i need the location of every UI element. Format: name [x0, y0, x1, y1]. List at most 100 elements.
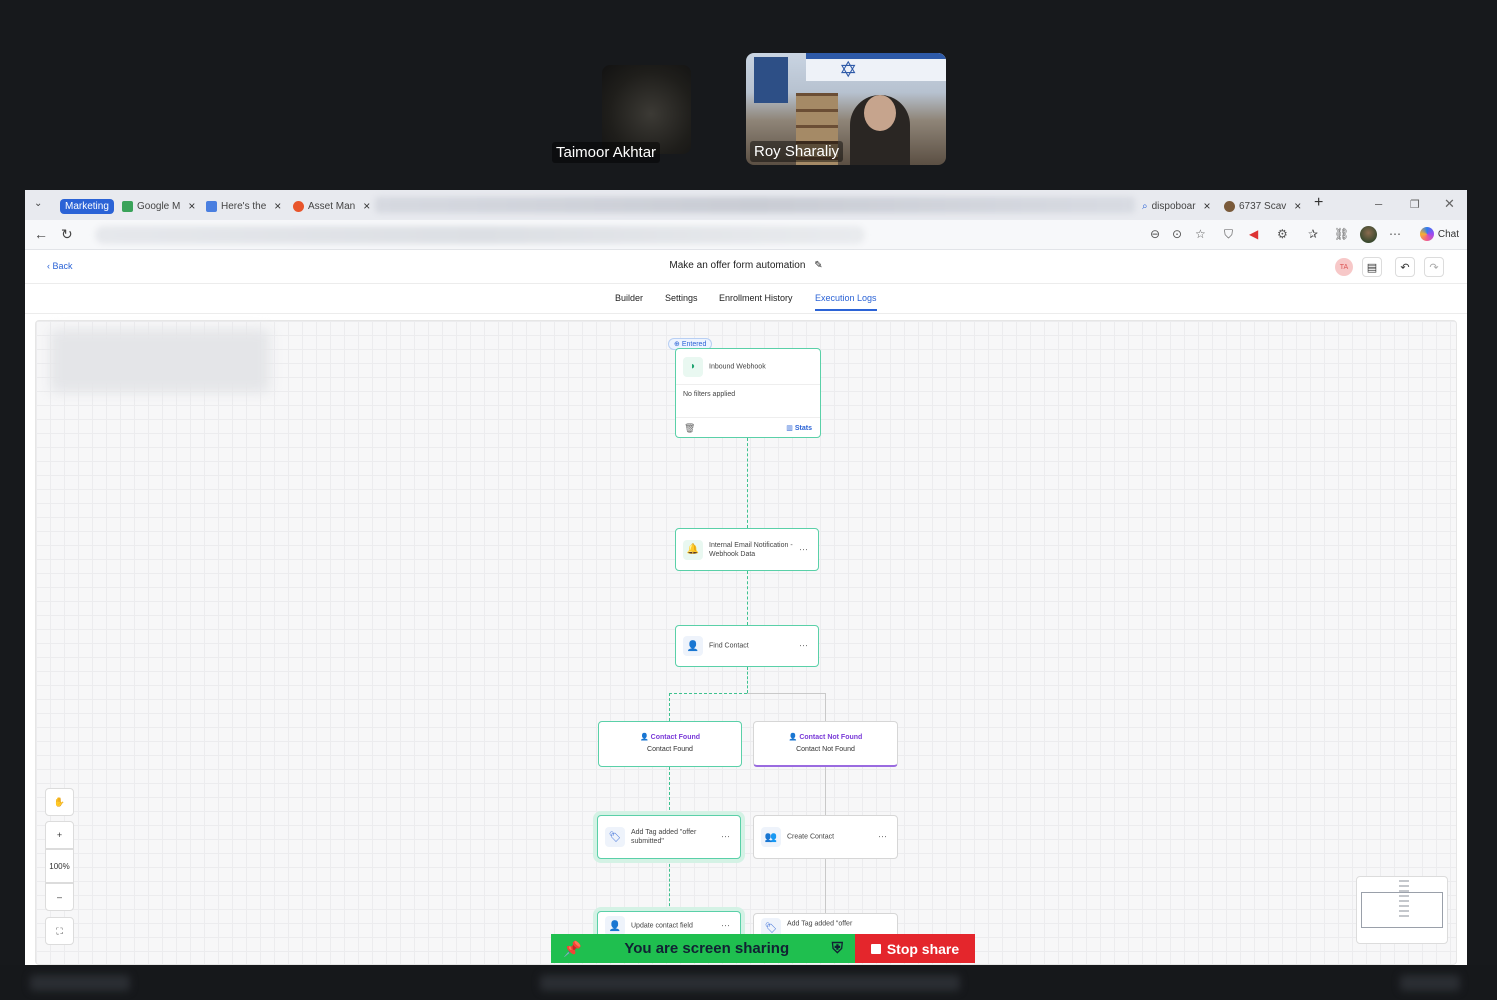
- stop-share-button[interactable]: Stop share: [855, 934, 975, 963]
- pan-hand-button[interactable]: ✋: [45, 788, 74, 816]
- taskbar-item[interactable]: [30, 975, 130, 991]
- shield-icon[interactable]: ⛉: [1224, 227, 1234, 241]
- stats-label: Stats: [794, 425, 812, 432]
- hand-icon: ✋: [53, 796, 66, 807]
- trash-icon[interactable]: 🗑: [684, 423, 696, 433]
- node-label: Add Tag added "offer: [787, 920, 853, 928]
- shield-check-icon: ⛨: [831, 940, 843, 957]
- taskbar-apps[interactable]: [540, 975, 960, 991]
- more-options-icon[interactable]: ⋯: [799, 544, 808, 554]
- close-icon[interactable]: ×: [188, 199, 196, 213]
- search-icon: ⌕: [1142, 200, 1148, 212]
- taskbar: [0, 965, 1497, 1000]
- participant-name: Taimoor Akhtar: [552, 142, 661, 163]
- close-icon[interactable]: ×: [363, 199, 371, 213]
- browser-tab[interactable]: Asset Man ×: [293, 196, 370, 216]
- close-window-icon[interactable]: ✕: [1444, 196, 1455, 211]
- browser-tab[interactable]: Google M ×: [122, 196, 195, 216]
- address-bar[interactable]: [95, 226, 865, 244]
- connector-line: [825, 859, 826, 913]
- megaphone-icon[interactable]: ◀: [1249, 227, 1259, 241]
- contact-card-icon: 👥: [761, 827, 781, 847]
- close-icon[interactable]: ×: [1294, 199, 1302, 213]
- tab-label: Google M: [137, 200, 181, 212]
- redacted-panel: [50, 329, 270, 393]
- zoom-icon[interactable]: ⊖: [1150, 227, 1161, 241]
- tab-builder[interactable]: Builder: [615, 293, 644, 303]
- more-menu-icon[interactable]: ⋯: [1389, 227, 1401, 241]
- branch-contact-not-found[interactable]: 👤 Contact Not Found Contact Not Found: [753, 721, 898, 767]
- refresh-icon[interactable]: ↻: [61, 226, 73, 242]
- edit-pencil-icon[interactable]: ✎: [814, 260, 823, 271]
- action-node-internal-email[interactable]: 🔔 Internal Email Notification - Webhook …: [675, 528, 819, 571]
- more-options-icon[interactable]: ⋯: [878, 831, 887, 842]
- stop-share-label: Stop share: [886, 940, 960, 957]
- browser-tab[interactable]: 6737 Scav ×: [1224, 196, 1301, 216]
- workflow-canvas[interactable]: ⊕ Entered ◗ Inbound Webhook No filters a…: [35, 320, 1457, 965]
- tab-group-label: Marketing: [60, 198, 114, 214]
- video-background: [796, 93, 838, 165]
- share-status-label: You are screen sharing: [624, 940, 790, 957]
- more-options-icon[interactable]: ⋯: [799, 640, 808, 651]
- reader-icon[interactable]: ⊙: [1172, 227, 1183, 241]
- action-node-find-contact[interactable]: 👤 Find Contact ⋯: [675, 625, 819, 667]
- share-status[interactable]: 📌 You are screen sharing ⛨: [551, 934, 855, 963]
- connector-line: [825, 693, 826, 721]
- participant-tile-taimoor[interactable]: Taimoor Akhtar: [552, 65, 691, 163]
- save-icon[interactable]: ▤: [1362, 257, 1382, 277]
- pin-icon[interactable]: 📌: [563, 940, 582, 958]
- video-background: ✡: [839, 57, 858, 82]
- screen-share-bar: 📌 You are screen sharing ⛨ Stop share: [551, 934, 975, 963]
- stats-button[interactable]: ▥ Stats: [786, 424, 812, 432]
- chart-icon: ▥: [786, 425, 793, 432]
- tab-settings[interactable]: Settings: [665, 293, 698, 303]
- branch-title: Contact Found: [650, 734, 701, 741]
- participant-tile-roy[interactable]: ✡ Roy Sharaliy: [746, 53, 946, 165]
- trigger-node-inbound-webhook[interactable]: ◗ Inbound Webhook No filters applied 🗑 ▥…: [675, 348, 821, 438]
- extensions-icon[interactable]: ⚙: [1277, 227, 1288, 241]
- tab-list-chevron-icon[interactable]: ⌄: [34, 198, 43, 209]
- canvas-minimap[interactable]: [1356, 876, 1448, 944]
- close-icon[interactable]: ×: [1203, 199, 1211, 213]
- undo-icon[interactable]: ↶: [1395, 257, 1415, 277]
- workflow-title: Make an offer form automation: [669, 260, 806, 271]
- browser-tab[interactable]: Here's the ×: [206, 196, 281, 216]
- page-title: Make an offer form automation ✎: [25, 260, 1467, 271]
- browser-tab[interactable]: ⌕ dispoboar ×: [1142, 196, 1211, 216]
- back-arrow-icon[interactable]: ←: [34, 226, 48, 242]
- action-node-create-contact[interactable]: 👥 Create Contact ⋯: [753, 815, 898, 859]
- fit-view-button[interactable]: ⛶: [45, 917, 74, 945]
- action-node-add-tag[interactable]: 🏷 Add Tag added "offer submitted" ⋯: [597, 815, 741, 859]
- shared-browser-window: ⌄ Marketing Google M × Here's the × Asse…: [25, 190, 1467, 965]
- zoom-out-button[interactable]: –: [45, 883, 74, 911]
- more-options-icon[interactable]: ⋯: [721, 831, 730, 842]
- branch-contact-found[interactable]: 👤 Contact Found Contact Found: [598, 721, 742, 767]
- tag-icon: 🏷: [761, 918, 781, 938]
- minimize-icon[interactable]: –: [1375, 196, 1383, 211]
- participant-name: Roy Sharaliy: [750, 141, 844, 162]
- back-link[interactable]: ‹ Back: [47, 261, 73, 271]
- favorite-star-icon[interactable]: ☆: [1195, 227, 1206, 241]
- node-label: Add Tag added "offer submitted": [631, 829, 697, 845]
- tab-group-marketing[interactable]: Marketing: [60, 196, 114, 216]
- user-icon: 👤: [788, 734, 798, 741]
- copilot-chat-button[interactable]: Chat: [1419, 227, 1459, 241]
- redo-icon[interactable]: ↷: [1424, 257, 1444, 277]
- tab-label: 6737 Scav: [1239, 200, 1287, 212]
- tab-execution-logs[interactable]: Execution Logs: [815, 293, 877, 311]
- entered-icon: ⊕: [674, 341, 680, 348]
- collections-icon[interactable]: ⛓: [1334, 227, 1350, 241]
- stop-icon: [870, 943, 881, 954]
- zoom-in-button[interactable]: +: [45, 821, 74, 849]
- tab-enrollment-history[interactable]: Enrollment History: [719, 293, 793, 303]
- taskbar-clock[interactable]: [1400, 975, 1460, 991]
- copilot-icon: [1419, 227, 1434, 241]
- divider: [676, 417, 820, 418]
- restore-icon[interactable]: ❐: [1410, 199, 1420, 211]
- close-icon[interactable]: ×: [274, 199, 282, 213]
- user-avatar[interactable]: TA: [1335, 258, 1353, 276]
- more-options-icon[interactable]: ⋯: [721, 920, 730, 931]
- favorites-icon[interactable]: ✰: [1308, 227, 1319, 241]
- new-tab-icon[interactable]: +: [1314, 194, 1324, 211]
- profile-avatar[interactable]: [1360, 226, 1377, 243]
